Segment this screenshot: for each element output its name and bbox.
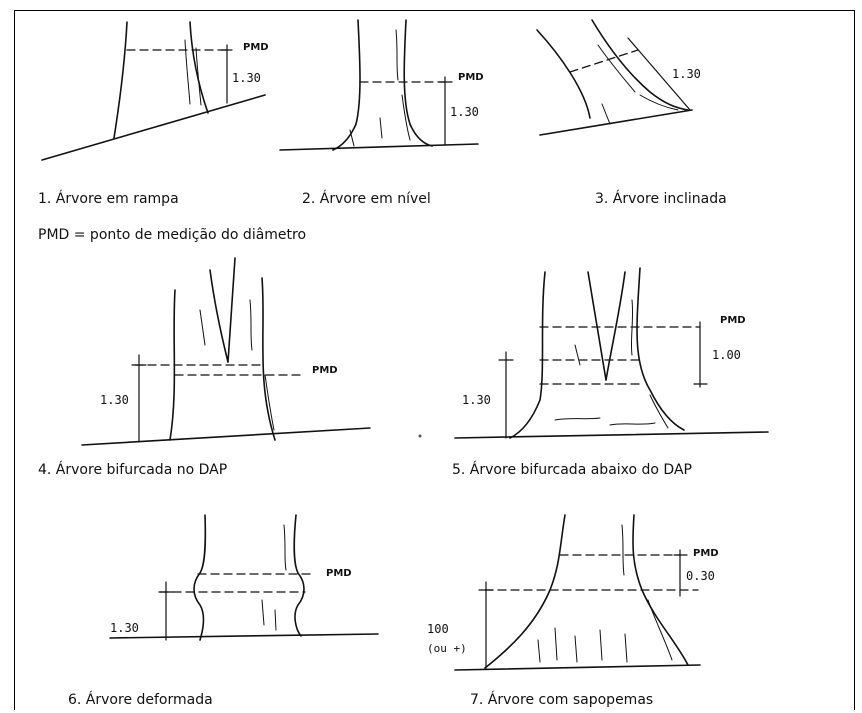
trunk-right-edge bbox=[592, 20, 688, 110]
tree-4-fork-at-dbh: PMD 1.30 bbox=[82, 258, 370, 445]
trunk-right-edge bbox=[404, 20, 432, 146]
ground-line bbox=[42, 95, 265, 160]
tree-6-deformed: PMD 1.30 bbox=[110, 515, 378, 640]
caption-4: 4. Árvore bifurcada no DAP bbox=[38, 462, 227, 478]
pmd-label: PMD bbox=[326, 568, 352, 579]
height-label: 1.30 bbox=[450, 105, 479, 119]
ground-line bbox=[82, 428, 370, 445]
pmd-label: PMD bbox=[720, 315, 746, 326]
tree-5-fork-below-dbh: PMD 1.00 1.30 bbox=[419, 268, 769, 438]
trunk-right-edge bbox=[294, 515, 304, 636]
height-label-note: (ou +) bbox=[427, 642, 467, 655]
pmd-label: PMD bbox=[458, 72, 484, 83]
height-label-pmd: 1.00 bbox=[712, 348, 741, 362]
caption-6: 6. Árvore deformada bbox=[68, 692, 213, 708]
trunk-left-edge bbox=[510, 272, 545, 438]
caption-3: 3. Árvore inclinada bbox=[595, 191, 727, 207]
caption-2: 2. Árvore em nível bbox=[302, 191, 431, 207]
trunk-right-edge bbox=[262, 278, 275, 440]
height-label: 1.30 bbox=[462, 393, 491, 407]
pmd-label: PMD bbox=[312, 365, 338, 376]
trunk-left-edge bbox=[485, 515, 565, 668]
trunk-right-edge bbox=[190, 22, 208, 113]
trunk-left-edge bbox=[114, 22, 127, 138]
tree-2-level: PMD 1.30 bbox=[280, 20, 484, 150]
tree-7-buttress: PMD 0.30 100 (ou +) bbox=[427, 515, 719, 670]
caption-7: 7. Árvore com sapopemas bbox=[470, 692, 653, 708]
height-label: 100 bbox=[427, 622, 449, 636]
ground-line bbox=[455, 665, 700, 670]
caption-5: 5. Árvore bifurcada abaixo do DAP bbox=[452, 462, 692, 478]
ground-line bbox=[110, 634, 378, 638]
height-label: 1.30 bbox=[110, 621, 139, 635]
fork-right-stem bbox=[228, 258, 235, 362]
trunk-left-edge bbox=[194, 515, 205, 640]
pmd-label: PMD bbox=[693, 548, 719, 559]
height-label-pmd: 0.30 bbox=[686, 569, 715, 583]
height-label: 1.30 bbox=[100, 393, 129, 407]
height-label: 1.30 bbox=[672, 67, 701, 81]
trunk-left-edge bbox=[333, 20, 360, 150]
legend-text: PMD = ponto de medição do diâmetro bbox=[38, 227, 306, 243]
ground-line bbox=[455, 432, 768, 438]
ground-line bbox=[540, 110, 692, 135]
ground-line bbox=[280, 144, 478, 150]
fork-right-stem bbox=[606, 272, 625, 380]
caption-1: 1. Árvore em rampa bbox=[38, 191, 179, 207]
trunk-left-edge bbox=[537, 30, 590, 118]
fork-left-stem bbox=[210, 270, 228, 362]
tree-3-inclined: 1.30 bbox=[537, 20, 701, 135]
height-label: 1.30 bbox=[232, 71, 261, 85]
pmd-label: PMD bbox=[243, 42, 269, 53]
trunk-right-edge bbox=[637, 268, 684, 430]
fork-left-stem bbox=[588, 272, 606, 380]
tree-1-slope: PMD 1.30 bbox=[42, 22, 269, 160]
